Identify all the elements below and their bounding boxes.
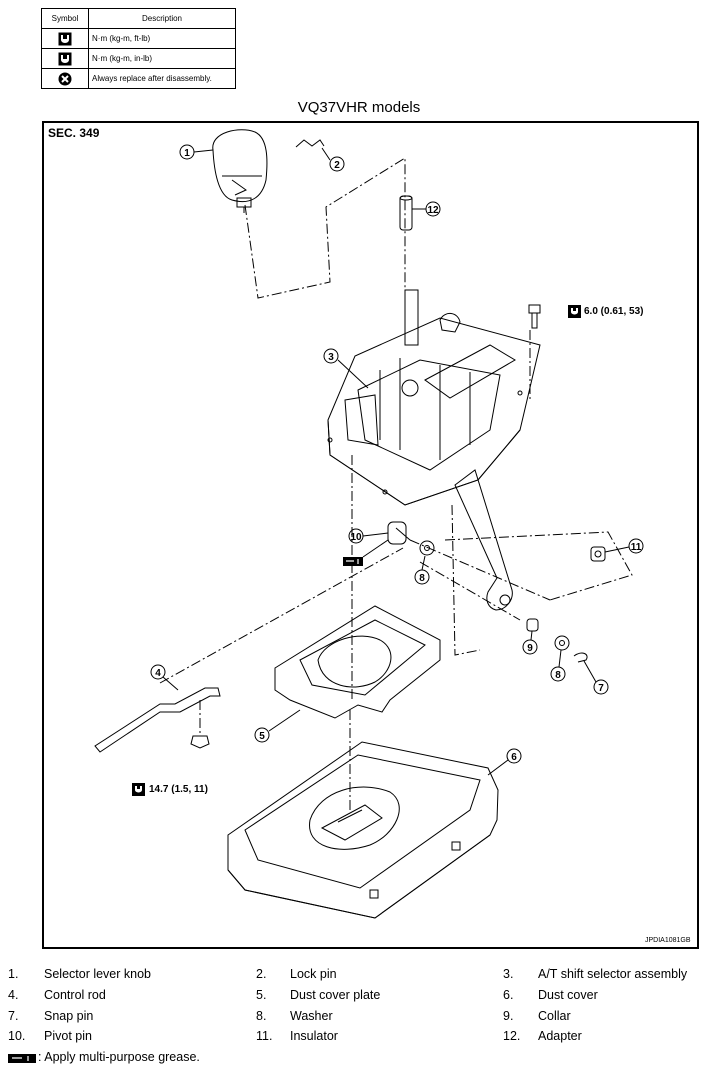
callout-text-11: 11	[631, 542, 642, 553]
alignment-lines	[159, 157, 633, 810]
legend-num-8: 8.	[256, 1009, 267, 1023]
legend-num-4: 4.	[8, 988, 19, 1002]
callout-11	[604, 538, 644, 554]
callout-text-3: 3	[328, 352, 334, 363]
legend-label-1: Selector lever knob	[44, 967, 152, 981]
callout-2	[321, 147, 345, 172]
figure-code: JPDIA1081GB	[645, 937, 691, 944]
callout-7	[583, 660, 609, 695]
exploded-view-diagram: 1 2 3 4 5 6 7 8 8 9 10 11 12	[94, 129, 644, 919]
callout-10	[348, 528, 389, 544]
callout-1	[179, 144, 214, 160]
legend-num-2: 2.	[256, 967, 267, 981]
insulator	[590, 546, 606, 562]
legend-num-5: 5.	[256, 988, 267, 1002]
callout-text-9: 9	[527, 643, 533, 654]
callout-text-1: 1	[184, 148, 190, 159]
callout-8-upper	[414, 555, 430, 585]
callout-6	[487, 748, 522, 776]
grease-icon	[343, 539, 389, 566]
symbol-desc-3: Always replace after disassembly.	[88, 68, 236, 89]
washer-lower	[554, 635, 570, 651]
legend-label-5: Dust cover plate	[290, 988, 381, 1002]
callout-4	[150, 664, 179, 691]
callout-12	[412, 201, 441, 217]
torque-wrench-icon	[41, 28, 89, 49]
grease-icon	[8, 1053, 36, 1063]
legend-label-6: Dust cover	[538, 988, 598, 1002]
legend-num-1: 1.	[8, 967, 19, 981]
legend-num-3: 3.	[503, 967, 514, 981]
callout-text-8a: 8	[419, 573, 425, 584]
dust-cover	[227, 741, 499, 919]
lever-bracket	[454, 469, 513, 611]
control-rod	[94, 687, 221, 753]
grease-note: : Apply multi-purpose grease.	[8, 1050, 200, 1064]
callout-text-6: 6	[511, 752, 517, 763]
torque-value-lower: 14.7 (1.5, 11)	[149, 784, 208, 795]
legend-num-7: 7.	[8, 1009, 19, 1023]
legend-label-2: Lock pin	[290, 967, 337, 981]
section-label: SEC. 349	[48, 126, 100, 140]
snap-pin	[573, 652, 588, 663]
legend-label-4: Control rod	[44, 988, 106, 1002]
legend-label-12: Adapter	[538, 1029, 582, 1043]
torque-wrench-icon	[132, 783, 145, 796]
torque-wrench-icon	[568, 305, 581, 318]
legend-num-12: 12.	[503, 1029, 521, 1043]
shift-selector-assembly	[327, 289, 541, 506]
legend-label-9: Collar	[538, 1009, 571, 1023]
dust-cover-plate	[274, 605, 441, 719]
pivot-pin	[387, 521, 411, 545]
lock-pin	[295, 139, 325, 148]
legend-label-10: Pivot pin	[44, 1029, 92, 1043]
grease-note-text: : Apply multi-purpose grease.	[38, 1050, 200, 1064]
callout-text-10: 10	[350, 532, 362, 543]
callout-text-12: 12	[427, 205, 439, 216]
legend-label-11: Insulator	[290, 1029, 338, 1043]
always-replace-icon	[41, 68, 89, 89]
callouts	[150, 144, 644, 776]
legend-num-10: 10.	[8, 1029, 26, 1043]
legend-num-6: 6.	[503, 988, 514, 1002]
mounting-bolt	[528, 304, 541, 329]
diagram-frame	[42, 121, 699, 949]
callout-text-4: 4	[155, 668, 161, 679]
callout-text-7: 7	[598, 683, 604, 694]
collar	[526, 618, 539, 632]
legend-label-7: Snap pin	[44, 1009, 94, 1023]
rod-nut	[190, 735, 210, 749]
legend-num-11: 11.	[256, 1029, 273, 1043]
legend-num-9: 9.	[503, 1009, 514, 1023]
callout-9	[522, 630, 538, 655]
adapter	[399, 195, 413, 231]
torque-value-upper: 6.0 (0.61, 53)	[584, 306, 644, 317]
washer-upper	[419, 540, 435, 556]
callout-text-5: 5	[259, 731, 265, 742]
callout-8-lower	[550, 649, 566, 682]
torque-wrench-inlb-icon	[41, 48, 89, 69]
callout-text-2: 2	[334, 160, 340, 171]
callout-numbers: 1 2 3 4 5 6 7 8 8 9 10 11 12	[155, 148, 642, 763]
legend-label-8: Washer	[290, 1009, 333, 1023]
callout-5	[254, 709, 301, 743]
model-title: VQ37VHR models	[297, 99, 421, 116]
callout-text-8b: 8	[555, 670, 561, 681]
callout-3	[323, 348, 369, 389]
symbol-table: Symbol Description N·m (kg-m, ft-lb) N·m…	[41, 8, 236, 89]
selector-lever-knob	[212, 129, 268, 213]
legend-label-3: A/T shift selector assembly	[538, 967, 688, 981]
